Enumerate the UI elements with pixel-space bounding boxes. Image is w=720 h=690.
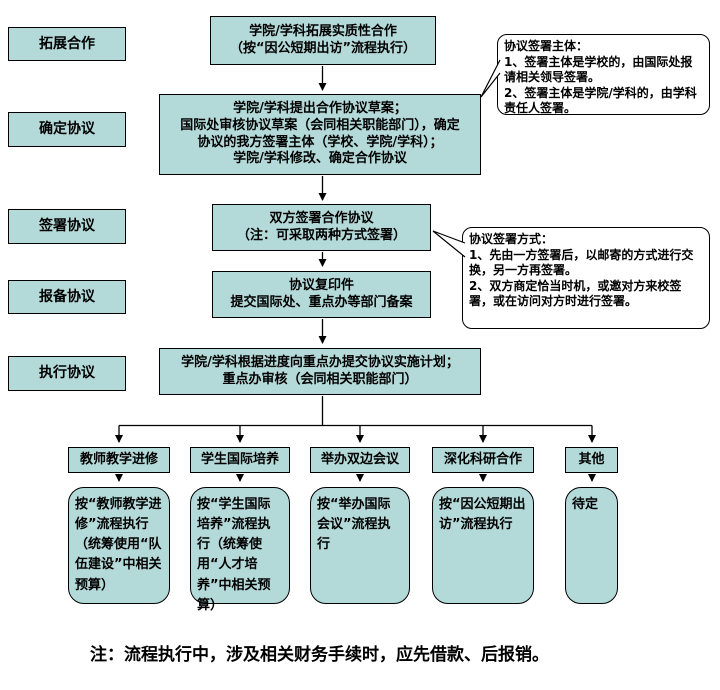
branch-teacher-training: 教师教学进修 [68, 447, 170, 473]
flow-step-expand-cooperation: 学院/学科拓展实质性合作 （按“因公短期出访”流程执行） [210, 16, 436, 65]
callout-signing-method: 协议签署方式： 1、先由一方签署后，以邮寄的方式进行交换，另一方再签署。 2、双… [462, 227, 710, 329]
callout-signing-subject: 协议签署主体： 1、签署主体是学校的，由国际处报请相关领导签署。 2、签署主体是… [497, 34, 710, 115]
stage-confirm-agreement: 确定协议 [8, 112, 126, 147]
branch-detail-teacher-training: 按“教师教学进修”流程执行（统筹使用“队伍建设”中相关预算） [68, 487, 170, 604]
flow-step-implementation-plan: 学院/学科根据进度向重点办提交协议实施计划； 重点办审核（会同相关职能部门） [159, 348, 481, 395]
callout-tail-signing-method [432, 230, 466, 258]
stage-execute-agreement: 执行协议 [8, 356, 126, 391]
branch-other: 其他 [565, 447, 618, 473]
flow-step-draft-review-agreement: 学院/学科提出合作协议草案； 国际处审核协议草案（会同相关职能部门），确定 协议… [159, 94, 481, 175]
branch-detail-other: 待定 [565, 487, 618, 604]
branch-student-intl-training: 学生国际培养 [190, 447, 290, 473]
branch-detail-research-cooperation: 按“因公短期出访”流程执行 [432, 487, 534, 604]
stage-file-agreement: 报备协议 [8, 280, 126, 314]
branch-detail-student-intl-training: 按“学生国际培养”流程执行（统筹使用“人才培养”中相关预算） [190, 487, 290, 613]
branch-bilateral-conference: 举办双边会议 [310, 447, 410, 473]
flow-step-both-sides-sign: 双方签署合作协议 （注：可采取两种方式签署） [212, 204, 431, 251]
branch-research-cooperation: 深化科研合作 [432, 447, 534, 473]
footnote: 注：流程执行中，涉及相关财务手续时，应先借款、后报销。 [90, 645, 549, 665]
stage-expand-cooperation: 拓展合作 [8, 27, 126, 61]
flow-step-file-copy: 协议复印件 提交国际处、重点办等部门备案 [212, 271, 431, 318]
branch-detail-bilateral-conference: 按“举办国际会议”流程执行 [310, 487, 410, 604]
stage-sign-agreement: 签署协议 [8, 209, 126, 244]
